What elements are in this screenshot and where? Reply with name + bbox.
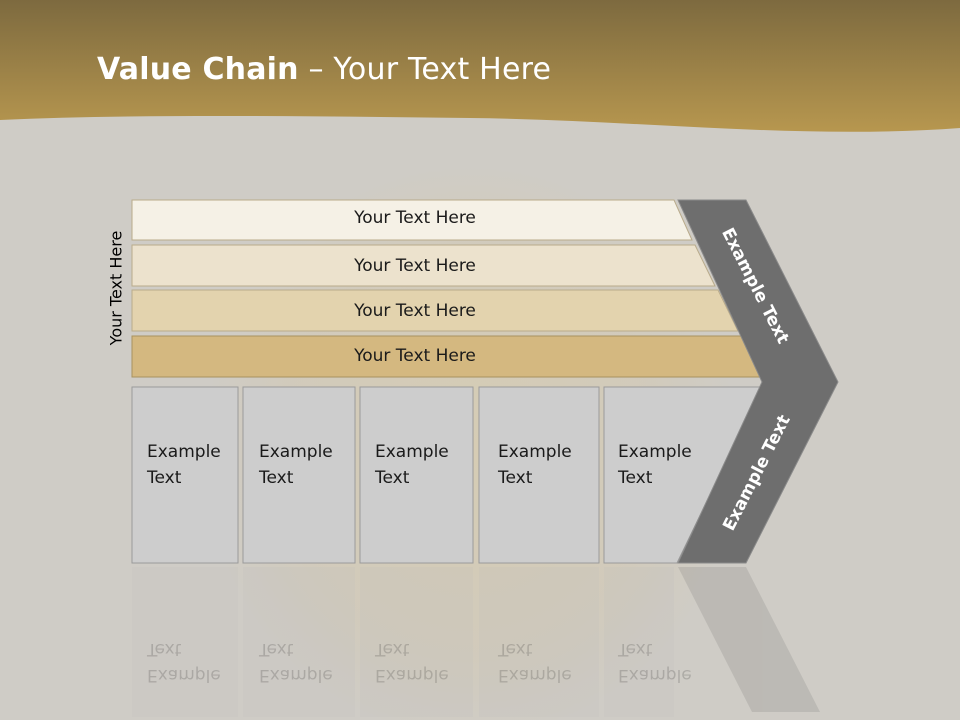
- box-4-line2: Text: [498, 468, 533, 488]
- side-label: Your Text Here: [106, 230, 126, 346]
- box-2-line2: Text: [259, 468, 294, 488]
- box-5[interactable]: [603, 386, 763, 564]
- box-4[interactable]: [478, 386, 600, 564]
- box-5-reflection-line1: Example: [618, 665, 692, 685]
- slide-title-bold: Value Chain: [97, 52, 299, 87]
- bar-1[interactable]: [131, 199, 693, 241]
- box-3-reflection: Example Text: [375, 636, 449, 688]
- box-4-reflection-line2: Text: [498, 639, 533, 659]
- box-2-reflection-line2: Text: [259, 639, 294, 659]
- box-2-reflection: Example Text: [259, 636, 333, 688]
- box-5-line2: Text: [618, 468, 653, 488]
- bar-2-label: Your Text Here: [354, 256, 476, 276]
- box-2-reflection-line1: Example: [259, 665, 333, 685]
- box-4-line1: Example: [498, 442, 572, 462]
- box-4-label: Example Text: [498, 439, 572, 491]
- bar-4-label: Your Text Here: [354, 346, 476, 366]
- box-3[interactable]: [359, 386, 474, 564]
- box-1-reflection-line2: Text: [147, 639, 182, 659]
- bar-1-label: Your Text Here: [354, 208, 476, 228]
- bar-3-label: Your Text Here: [354, 301, 476, 321]
- box-1-label: Example Text: [147, 439, 221, 491]
- box-3-reflection-line1: Example: [375, 665, 449, 685]
- reflection: [132, 567, 820, 717]
- header-band: [0, 0, 960, 132]
- slide-title-rest: – Your Text Here: [298, 52, 552, 87]
- box-3-label: Example Text: [375, 439, 449, 491]
- box-1[interactable]: [131, 386, 239, 564]
- box-1-line2: Text: [147, 468, 182, 488]
- box-2-line1: Example: [259, 442, 333, 462]
- box-5-reflection: Example Text: [618, 636, 692, 688]
- box-4-reflection: Example Text: [498, 636, 572, 688]
- box-2-label: Example Text: [259, 439, 333, 491]
- box-1-line1: Example: [147, 442, 221, 462]
- slide-title: Value Chain – Your Text Here: [97, 52, 551, 87]
- box-5-label: Example Text: [618, 439, 692, 491]
- box-1-reflection-line1: Example: [147, 665, 221, 685]
- box-1-reflection: Example Text: [147, 636, 221, 688]
- bar-2[interactable]: [131, 244, 716, 287]
- box-5-reflection-line2: Text: [618, 639, 653, 659]
- box-4-reflection-line1: Example: [498, 665, 572, 685]
- chevron-shape[interactable]: [677, 199, 839, 564]
- box-2[interactable]: [242, 386, 356, 564]
- box-3-line1: Example: [375, 442, 449, 462]
- box-5-line1: Example: [618, 442, 692, 462]
- box-3-reflection-line2: Text: [375, 639, 410, 659]
- box-3-line2: Text: [375, 468, 410, 488]
